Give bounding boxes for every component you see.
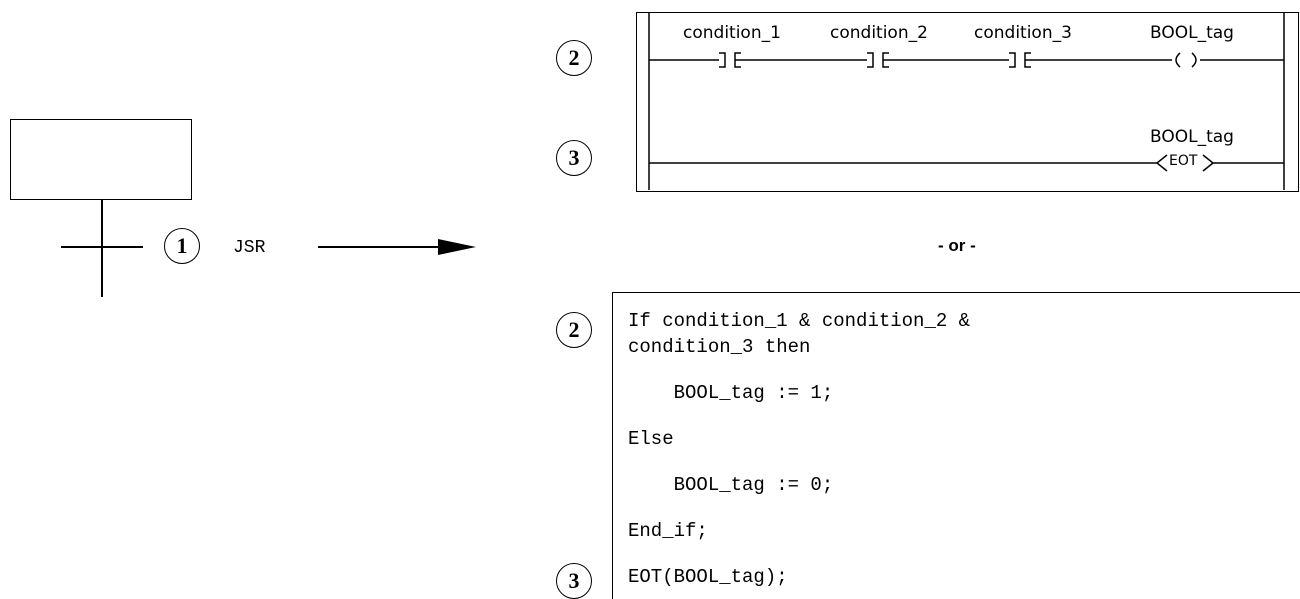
st-line-1: If condition_1 & condition_2 & (628, 310, 971, 332)
contact-label-1: condition_1 (683, 23, 781, 43)
coil-label-rung1: BOOL_tag (1150, 23, 1234, 43)
sfc-step-box (10, 119, 192, 200)
arrow-right (318, 239, 476, 255)
contact-label-3: condition_3 (974, 23, 1072, 43)
eot-instruction: EOT (1169, 153, 1198, 169)
sfc-transition-bar (61, 246, 143, 248)
callout-1: 1 (164, 228, 200, 264)
callout-2-ladder: 2 (556, 40, 592, 76)
callout-3-ladder: 3 (556, 140, 592, 176)
coil-label-rung2: BOOL_tag (1150, 127, 1234, 147)
structured-text-box (612, 292, 1300, 599)
st-line-7: EOT(BOOL_tag); (628, 566, 788, 588)
st-line-5: BOOL_tag := 0; (628, 474, 834, 496)
st-line-6: End_if; (628, 520, 708, 542)
sfc-vertical-link (101, 200, 103, 297)
contact-label-2: condition_2 (830, 23, 928, 43)
st-line-4: Else (628, 428, 674, 450)
or-separator: - or - (938, 236, 976, 255)
ladder-diagram: condition_1 condition_2 condition_3 BOOL… (636, 12, 1299, 192)
callout-2-st: 2 (556, 312, 592, 348)
jsr-label: JSR (233, 238, 266, 258)
st-line-2: condition_3 then (628, 336, 811, 358)
callout-3-st: 3 (556, 563, 592, 599)
st-line-3: BOOL_tag := 1; (628, 382, 834, 404)
ladder-rungs (648, 13, 1285, 190)
